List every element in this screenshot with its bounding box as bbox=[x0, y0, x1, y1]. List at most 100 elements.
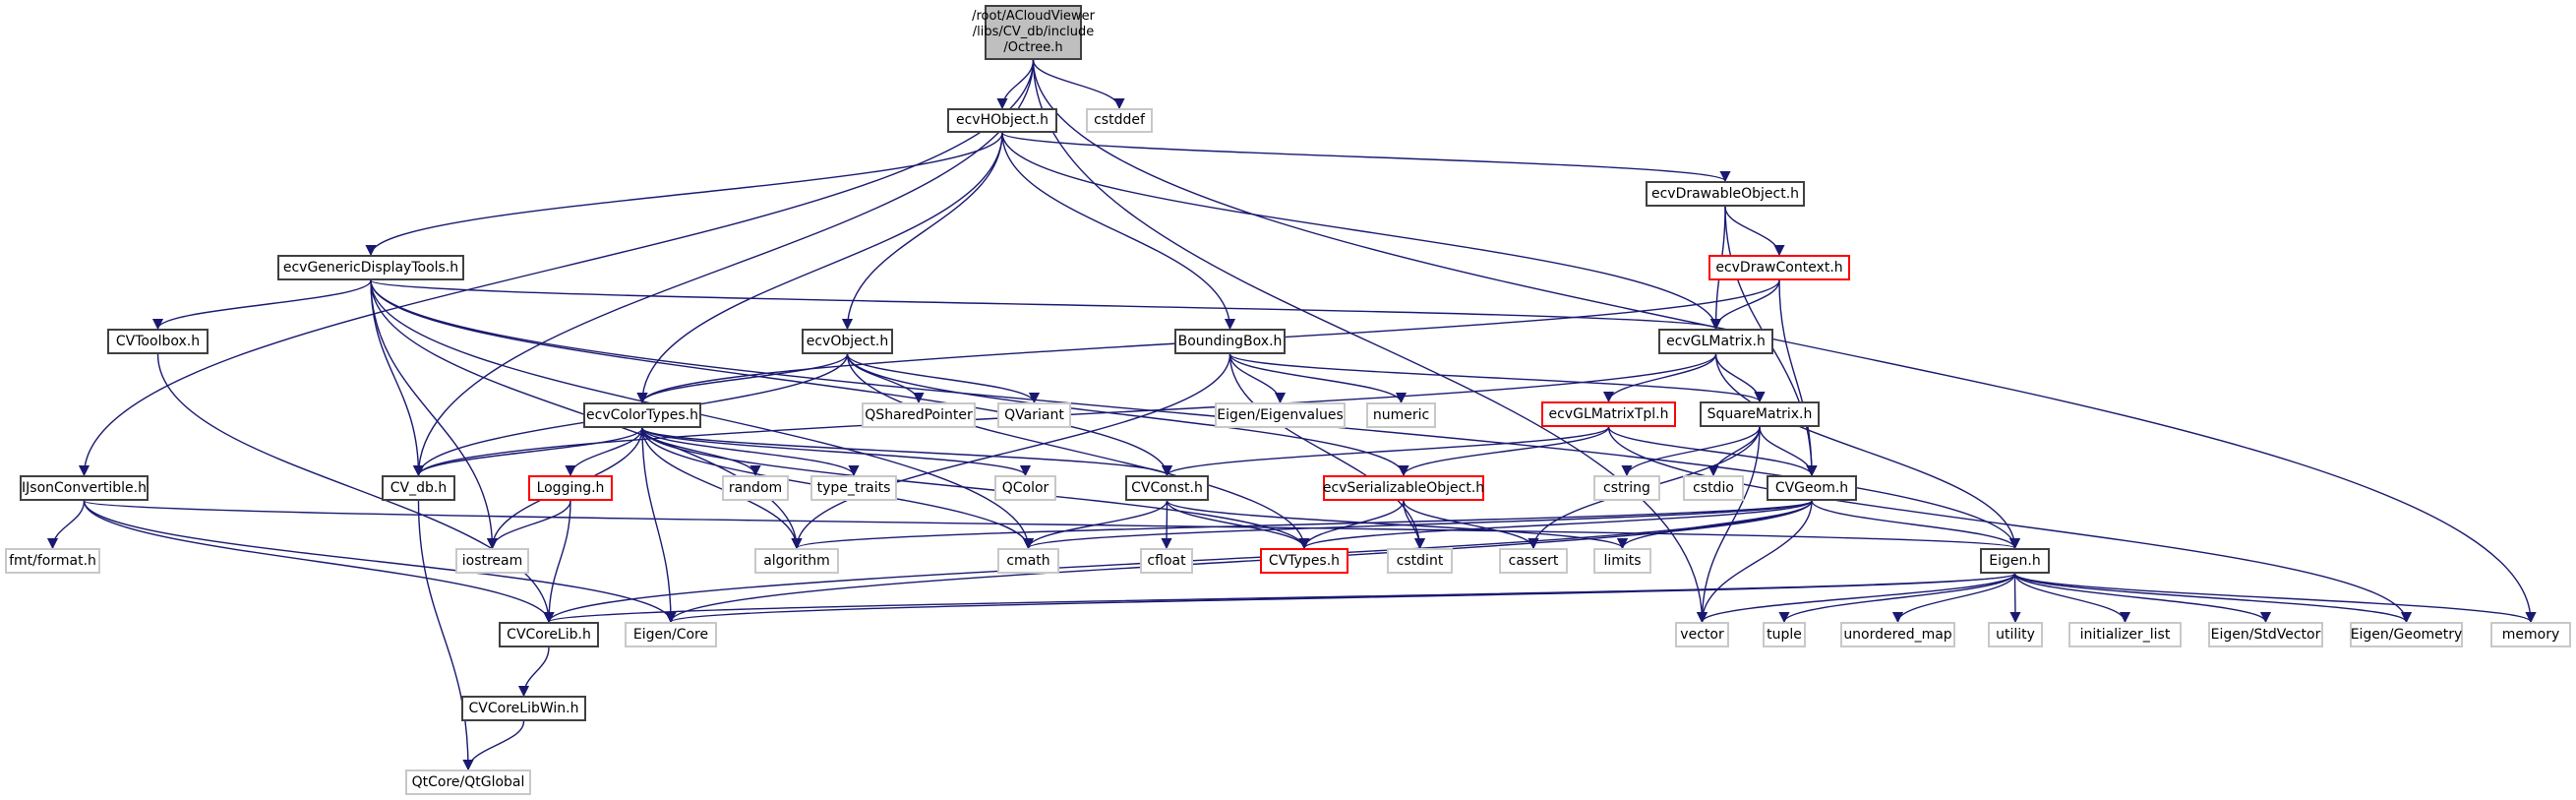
node-tuple: tuple bbox=[1763, 622, 1806, 647]
edge-CVToolbox-to-CVCoreLib bbox=[156, 353, 555, 624]
edge-ecvColorTypes-to-random bbox=[641, 427, 761, 477]
edge-ecvGLMatrix-to-SquareMatrix bbox=[1714, 353, 1766, 403]
node-ecvobject-h[interactable]: ecvObject.h bbox=[802, 329, 893, 354]
edge-CVGeom-to-cmath bbox=[1023, 500, 1813, 550]
node-cstddef: cstddef bbox=[1086, 108, 1153, 133]
edge-IJsonConvertible-to-CVCoreLib bbox=[83, 500, 555, 624]
node-type-traits: type_traits bbox=[810, 475, 897, 501]
node-root-octree-h: /root/ACloudViewer /libs/CV_db/include /… bbox=[972, 5, 1095, 60]
edge-ecvGLMatrixTpl-to-CVGeom bbox=[1607, 426, 1818, 477]
edge-Eigenh-to-initializer_list bbox=[2013, 573, 2131, 624]
node-ijsonconvertible-h[interactable]: IJsonConvertible.h bbox=[20, 475, 149, 501]
edge-Eigenh-to-EigenStdVector bbox=[2013, 573, 2271, 624]
edge-ecvObject-to-ecvSerializableObject bbox=[846, 353, 1409, 477]
node-ecvglmatrixtpl-h[interactable]: ecvGLMatrixTpl.h bbox=[1541, 401, 1676, 427]
edge-CVConst-to-CVTypes bbox=[1166, 500, 1310, 550]
node-cvgeom-h[interactable]: CVGeom.h bbox=[1767, 475, 1857, 501]
edge-CVConst-to-limits bbox=[1166, 500, 1628, 550]
edge-ecvGLMatrix-to-Eigenh bbox=[1714, 353, 2021, 550]
edge-ecvGenericDisplayTools-to-CVToolbox bbox=[151, 279, 372, 331]
edge-ecvHObject-to-ecvGenericDisplayTools bbox=[365, 132, 1003, 257]
node-ecvhobject-h[interactable]: ecvHObject.h bbox=[947, 108, 1057, 133]
edge-ecvGLMatrixTpl-to-ecvSerializableObject bbox=[1398, 426, 1610, 477]
edge-ecvObject-to-ecvColorTypes bbox=[636, 353, 849, 404]
edge-ecvHObject-to-ecvColorTypes bbox=[636, 132, 1003, 404]
node-utility: utility bbox=[1988, 622, 2043, 647]
node-eigen-h[interactable]: Eigen.h bbox=[1980, 548, 2050, 574]
edge-IJsonConvertible-to-Eigenh bbox=[83, 500, 2020, 550]
edge-root-to-cstddef bbox=[1032, 59, 1125, 110]
edge-CVCoreLib-to-CVCoreLibWin bbox=[517, 646, 550, 698]
edge-IJsonConvertible-to-EigenCore bbox=[83, 500, 677, 624]
edge-ecvDrawContext-to-ecvGLMatrix bbox=[1709, 279, 1780, 331]
edge-root-to-IJsonConvertible bbox=[78, 59, 1035, 477]
node-cstring: cstring bbox=[1593, 475, 1660, 501]
edge-ecvColorTypes-to-type_traits bbox=[641, 427, 860, 477]
edge-Eigenh-to-unordered_map bbox=[1891, 573, 2016, 624]
node-cv-db-h[interactable]: CV_db.h bbox=[382, 475, 455, 501]
node-eigen-core: Eigen/Core bbox=[625, 622, 717, 647]
edge-CVConst-to-cfloat bbox=[1161, 500, 1172, 550]
node-cvtoolbox-h[interactable]: CVToolbox.h bbox=[107, 329, 209, 354]
edge-root-to-vector bbox=[1032, 59, 1708, 624]
node-qvariant: QVariant bbox=[997, 402, 1071, 428]
node-eigen-eigenvalues: Eigen/Eigenvalues bbox=[1215, 402, 1346, 428]
edge-Eigenh-to-utility bbox=[2009, 573, 2021, 624]
edge-ecvHObject-to-BoundingBox bbox=[1001, 132, 1236, 331]
node-ecvglmatrix-h[interactable]: ecvGLMatrix.h bbox=[1658, 329, 1773, 354]
edge-SquareMatrix-to-CVGeom bbox=[1759, 426, 1818, 477]
node-cvtypes-h[interactable]: CVTypes.h bbox=[1260, 548, 1348, 574]
edge-CVGeom-to-EigenCore bbox=[665, 500, 1813, 624]
node-cstdint: cstdint bbox=[1387, 548, 1453, 574]
edge-root-to-CV_db bbox=[412, 59, 1035, 477]
edge-ecvGenericDisplayTools-to-CVConst bbox=[370, 279, 1173, 477]
edge-Eigenh-to-vector bbox=[1697, 573, 2016, 624]
edge-Eigenh-to-memory bbox=[2013, 573, 2537, 624]
node-limits: limits bbox=[1593, 548, 1651, 574]
edge-IJsonConvertible-to-fmtformat bbox=[46, 500, 86, 550]
node-squarematrix-h[interactable]: SquareMatrix.h bbox=[1700, 401, 1820, 427]
edge-Eigenh-to-EigenGeometry bbox=[2013, 573, 2412, 624]
node-cassert: cassert bbox=[1499, 548, 1568, 574]
node-cvcorelib-h[interactable]: CVCoreLib.h bbox=[499, 622, 599, 647]
node-initializer-list: initializer_list bbox=[2068, 622, 2182, 647]
node-ecvserializableobject-h[interactable]: ecvSerializableObject.h bbox=[1323, 475, 1484, 501]
edge-BoundingBox-to-numeric bbox=[1228, 353, 1408, 404]
edge-BoundingBox-to-EigenEigenvalues bbox=[1228, 353, 1287, 404]
edge-ecvColorTypes-to-CVConst bbox=[641, 427, 1172, 477]
node-ecvdrawcontext-h[interactable]: ecvDrawContext.h bbox=[1708, 255, 1850, 280]
node-boundingbox-h[interactable]: BoundingBox.h bbox=[1174, 329, 1286, 354]
node-algorithm: algorithm bbox=[754, 548, 839, 574]
edge-ecvHObject-to-ecvObject bbox=[841, 132, 1003, 331]
edge-BoundingBox-to-cstdint bbox=[1228, 353, 1426, 550]
edge-BoundingBox-to-SquareMatrix bbox=[1228, 353, 1766, 403]
node-cvcorelibwin-h[interactable]: CVCoreLibWin.h bbox=[461, 696, 586, 721]
edge-Logging-to-CVCoreLib bbox=[543, 500, 571, 624]
node-fmt-format-h: fmt/format.h bbox=[5, 548, 100, 574]
node-cvconst-h[interactable]: CVConst.h bbox=[1125, 475, 1209, 501]
node-logging-h[interactable]: Logging.h bbox=[528, 475, 613, 501]
edge-ecvDrawableObject-to-ecvDrawContext bbox=[1724, 206, 1785, 257]
node-cfloat: cfloat bbox=[1140, 548, 1193, 574]
edge-CVCoreLibWin-to-QtGlobal bbox=[462, 720, 525, 771]
node-iostream: iostream bbox=[455, 548, 529, 574]
edge-ecvColorTypes-to-Logging bbox=[565, 427, 643, 477]
node-ecvdrawableobject-h[interactable]: ecvDrawableObject.h bbox=[1646, 181, 1805, 207]
edge-ecvColorTypes-to-algorithm bbox=[641, 427, 803, 550]
edge-BoundingBox-to-algorithm bbox=[791, 353, 1231, 550]
node-qsharedpointer: QSharedPointer bbox=[862, 402, 976, 428]
edge-CV_db-to-QtGlobal bbox=[417, 500, 474, 771]
edge-ecvColorTypes-to-EigenCore bbox=[641, 427, 677, 624]
edge-ecvGenericDisplayTools-to-Eigenh bbox=[370, 279, 2020, 550]
node-ecvcolortypes-h[interactable]: ecvColorTypes.h bbox=[583, 402, 701, 428]
node-vector: vector bbox=[1675, 622, 1729, 647]
edge-ecvObject-to-CVTypes bbox=[846, 353, 1310, 550]
edge-ecvGLMatrix-to-ecvGLMatrixTpl bbox=[1602, 353, 1717, 403]
edge-CVGeom-to-vector bbox=[1696, 500, 1813, 624]
node-cmath: cmath bbox=[997, 548, 1059, 574]
edge-CVGeom-to-algorithm bbox=[791, 500, 1813, 550]
edge-Logging-to-iostream bbox=[486, 500, 571, 550]
node-ecvgenericdisplaytools-h[interactable]: ecvGenericDisplayTools.h bbox=[277, 255, 464, 280]
